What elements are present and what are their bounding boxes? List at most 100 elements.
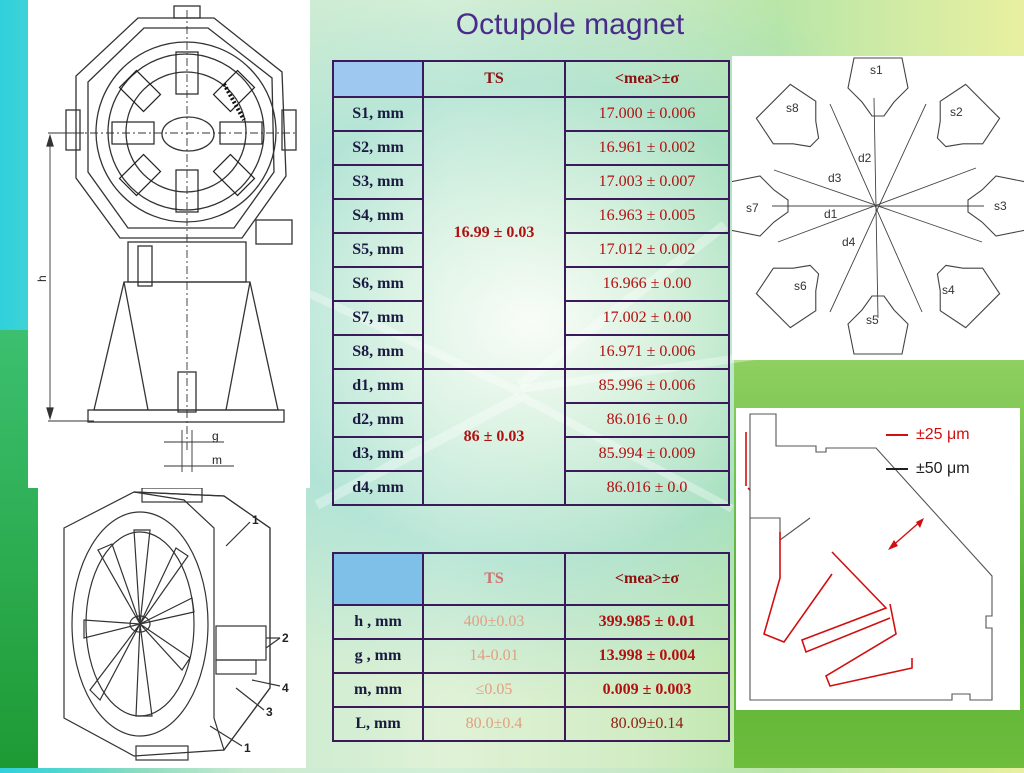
header-empty (332, 60, 424, 98)
front-view-drawing: h g m (35, 5, 298, 472)
table-row: d3, mm 85.994 ± 0.009 (332, 436, 730, 472)
mea-value: 17.012 ± 0.002 (564, 232, 730, 268)
mea-value: 16.966 ± 0.00 (564, 266, 730, 302)
legend-item: ±50 μm (886, 452, 970, 486)
pole-tip-shape (936, 83, 1001, 148)
table-row: d4, mm 86.016 ± 0.0 (332, 470, 730, 506)
row-label: d4, mm (332, 470, 424, 506)
legend-label: ±25 μm (916, 426, 970, 443)
mea-value: 17.000 ± 0.006 (564, 96, 730, 132)
pole-tip-shape (755, 264, 820, 329)
legend-swatch-red (886, 434, 908, 436)
row-label: L, mm (332, 706, 424, 742)
table-row: S4, mm 16.963 ± 0.005 (332, 198, 730, 234)
gap-label-s8: s8 (786, 101, 799, 115)
row-label: d2, mm (332, 402, 424, 438)
table-row: d1, mm 86 ± 0.03 85.996 ± 0.006 (332, 368, 730, 506)
table-row: d2, mm 86.016 ± 0.0 (332, 402, 730, 438)
header-mea: <mea>±σ (564, 552, 730, 606)
mea-value: 16.961 ± 0.002 (564, 130, 730, 166)
pole-tip-shape (755, 83, 820, 148)
callout-2: 2 (282, 631, 289, 645)
row-label: d1, mm (332, 368, 424, 404)
row-label: g , mm (332, 638, 424, 674)
header-ts: TS (422, 60, 566, 98)
h-dimension-label: h (35, 275, 49, 282)
pole-profile-panel: ±25 μm ±50 μm (736, 408, 1020, 710)
mea-value: 85.994 ± 0.009 (564, 436, 730, 472)
legend-label: ±50 μm (916, 460, 970, 477)
pole-tip-shape (967, 175, 1024, 237)
row-label: S5, mm (332, 232, 424, 268)
header-empty (332, 552, 424, 606)
ts-d-value: 86 ± 0.03 (422, 368, 566, 506)
row-label: h , mm (332, 604, 424, 640)
row-label: S1, mm (332, 96, 424, 132)
ts-value: 400±0.03 (422, 604, 566, 640)
pole-tip-shape (936, 264, 1001, 329)
legend-swatch-black (886, 468, 908, 470)
pole-gap-diagram-panel: s1 s2 s3 s4 s5 s6 s7 s8 d1 d2 d3 d4 (729, 56, 1024, 360)
row-label: S6, mm (332, 266, 424, 302)
m-dimension-label: m (212, 453, 222, 467)
mea-value: 86.016 ± 0.0 (564, 402, 730, 438)
mea-value: 0.009 ± 0.003 (564, 672, 730, 708)
mea-value: 16.971 ± 0.006 (564, 334, 730, 370)
gap-label-s4: s4 (942, 283, 955, 297)
row-label: S3, mm (332, 164, 424, 200)
gap-label-s3: s3 (994, 199, 1007, 213)
gap-label-s5: s5 (866, 313, 879, 327)
table-row: S1, mm 16.99 ± 0.03 17.000 ± 0.006 (332, 96, 730, 370)
table-row: S2, mm 16.961 ± 0.002 (332, 130, 730, 166)
mea-value: 17.003 ± 0.007 (564, 164, 730, 200)
legend-item: ±25 μm (886, 418, 970, 452)
row-label: S7, mm (332, 300, 424, 336)
diag-label-d3: d3 (828, 171, 842, 185)
gap-label-s6: s6 (794, 279, 807, 293)
pole-tip-shape (847, 57, 909, 117)
table-row: L, mm 80.0±0.4 80.09±0.14 (332, 706, 730, 742)
pole-profile-diagram (745, 413, 993, 701)
mea-value: 399.985 ± 0.01 (564, 604, 730, 640)
isometric-drawing: 1 2 4 3 1 (63, 487, 289, 761)
table-row: S7, mm 17.002 ± 0.00 (332, 300, 730, 336)
header-mea: <mea>±σ (564, 60, 730, 98)
callout-1: 1 (252, 513, 259, 527)
row-label: S8, mm (332, 334, 424, 370)
gap-label-s7: s7 (746, 201, 759, 215)
mea-value: 80.09±0.14 (564, 706, 730, 742)
table-row: m, mm ≤0.05 0.009 ± 0.003 (332, 672, 730, 708)
table-row: S5, mm 17.012 ± 0.002 (332, 232, 730, 268)
gap-label-s1: s1 (870, 63, 883, 77)
ts-s-value: 16.99 ± 0.03 (422, 96, 566, 370)
row-label: d3, mm (332, 436, 424, 472)
ts-value: 14-0.01 (422, 638, 566, 674)
isometric-drawing-panel: 1 2 4 3 1 (38, 487, 306, 768)
table-row: S3, mm 17.003 ± 0.007 (332, 164, 730, 200)
table-header-row: TS <mea>±σ (332, 552, 730, 606)
table-row: h , mm 400±0.03 399.985 ± 0.01 (332, 604, 730, 640)
callout-3: 3 (266, 705, 273, 719)
table-row: S6, mm 16.966 ± 0.00 (332, 266, 730, 302)
gap-diameter-table: TS <mea>±σ S1, mm 16.99 ± 0.03 17.000 ± … (332, 60, 730, 506)
diag-label-d4: d4 (842, 235, 856, 249)
diag-label-d2: d2 (858, 151, 872, 165)
mea-value: 13.998 ± 0.004 (564, 638, 730, 674)
mea-value: 85.996 ± 0.006 (564, 368, 730, 404)
row-label: S2, mm (332, 130, 424, 166)
diag-label-d1: d1 (824, 207, 838, 221)
callout-1-bottom: 1 (244, 741, 251, 755)
front-view-drawing-panel: h g m (28, 0, 310, 488)
callout-4: 4 (282, 681, 289, 695)
table-row: S8, mm 16.971 ± 0.006 (332, 334, 730, 370)
pole-tip-shape (847, 295, 909, 355)
row-label: m, mm (332, 672, 424, 708)
tolerance-legend: ±25 μm ±50 μm (886, 418, 970, 486)
mea-value: 17.002 ± 0.00 (564, 300, 730, 336)
dimension-table: TS <mea>±σ h , mm 400±0.03 399.985 ± 0.0… (332, 552, 730, 742)
ts-value: ≤0.05 (422, 672, 566, 708)
table-row: g , mm 14-0.01 13.998 ± 0.004 (332, 638, 730, 674)
mea-value: 86.016 ± 0.0 (564, 470, 730, 506)
gap-label-s2: s2 (950, 105, 963, 119)
ts-value: 80.0±0.4 (422, 706, 566, 742)
